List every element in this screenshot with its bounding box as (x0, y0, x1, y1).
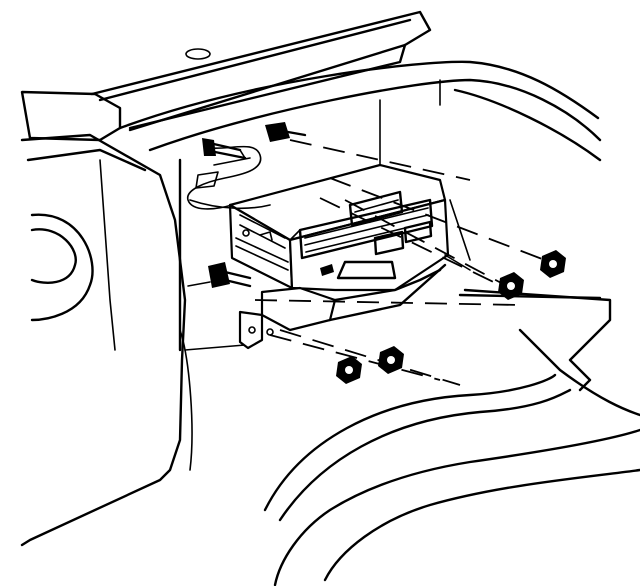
upper-right-nut-1 (540, 250, 566, 278)
left-quarter-trim (20, 133, 193, 547)
wiring-harness (187, 145, 262, 210)
alignment-lines (254, 177, 551, 381)
radio-receiver (228, 163, 450, 292)
upper-left-stud (202, 138, 247, 160)
upper-center-stud (265, 122, 471, 181)
upper-right-nut-2 (498, 272, 524, 300)
rear-package-shelf (189, 199, 471, 271)
floor-console-trim (263, 328, 640, 586)
lower-nut-2 (336, 356, 362, 384)
left-side-stud (187, 262, 252, 288)
lower-nut-1 (378, 346, 404, 374)
mounting-bracket (238, 263, 461, 386)
upper-shelf-panel (20, 10, 602, 171)
instrument-panel-carrier (178, 158, 612, 392)
